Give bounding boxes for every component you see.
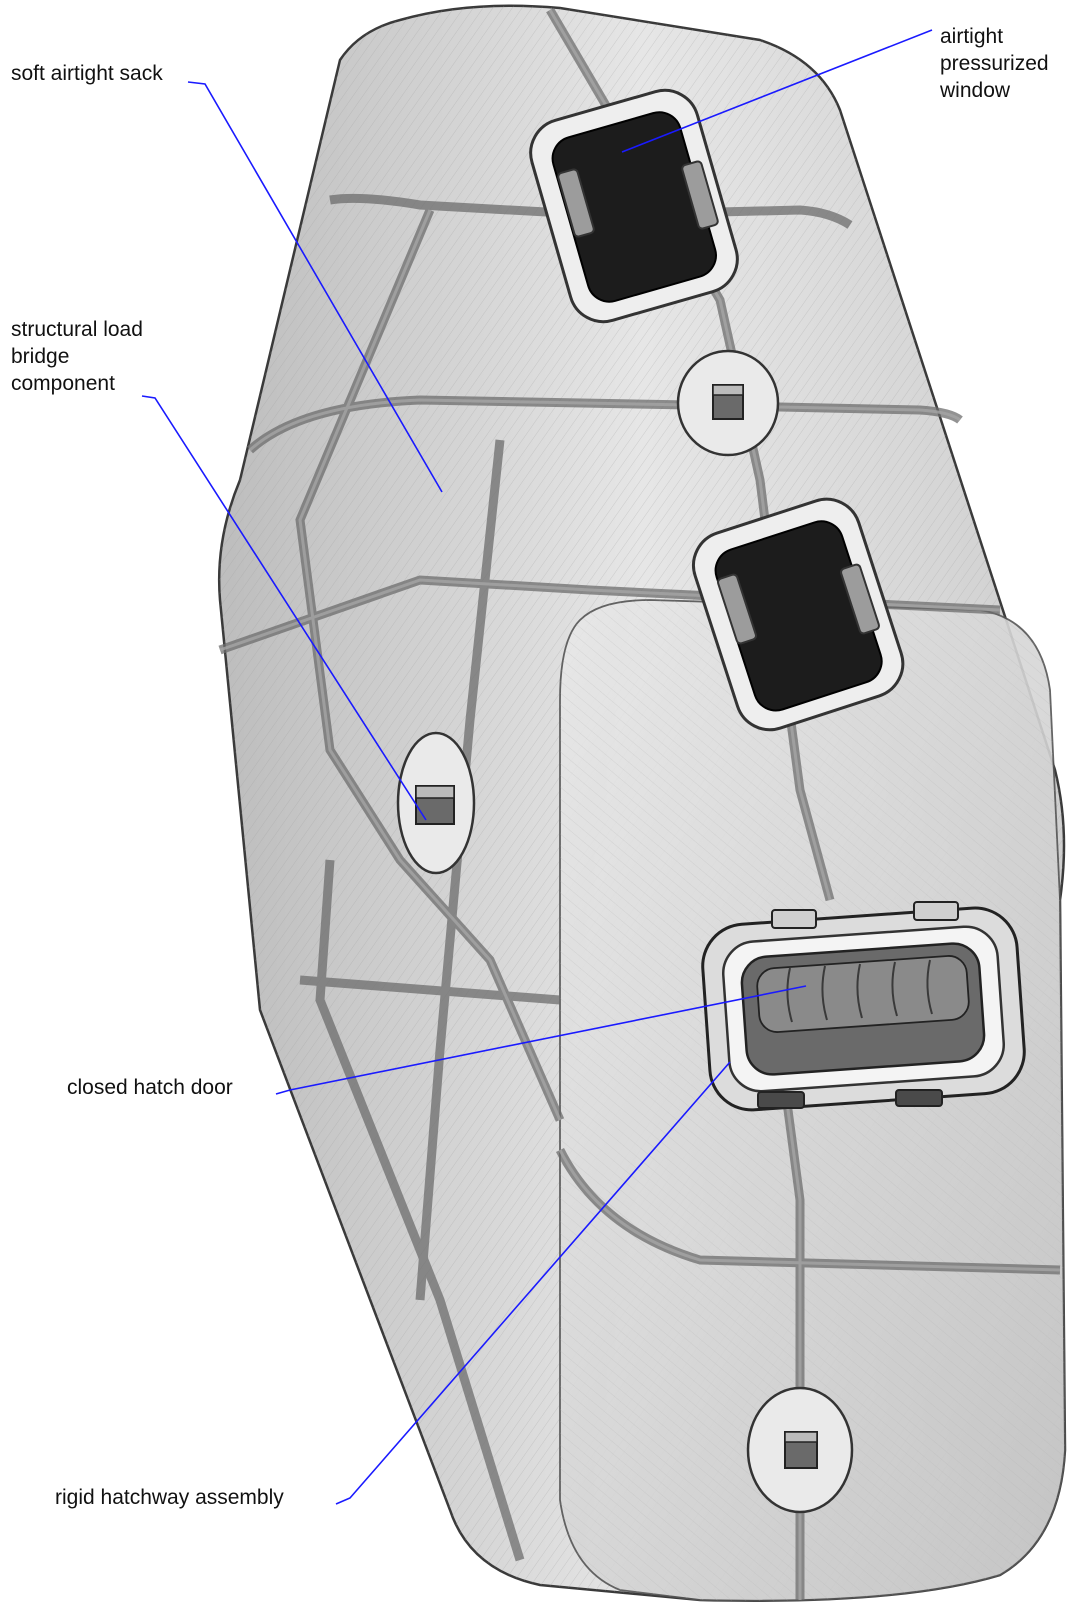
load-bridge-side [396, 731, 476, 875]
label-structural-load-bridge: structural load bridge component [11, 318, 143, 395]
top-window [529, 88, 739, 324]
leader-lines [141, 29, 933, 1505]
leader-rigid-hatchway-assembly [335, 1061, 731, 1505]
leader-airtight-pressurized-window [621, 29, 933, 153]
middle-window [692, 497, 905, 732]
leader-structural-load-bridge [141, 395, 427, 821]
hatchway-assembly [701, 901, 1026, 1112]
leader-soft-airtight-sack [187, 81, 443, 493]
load-bridge-top [676, 349, 780, 457]
leader-closed-hatch-door [275, 985, 807, 1095]
label-closed-hatch-door: closed hatch door [67, 1076, 233, 1099]
load-bridge-bottom [746, 1386, 854, 1514]
label-airtight-pressurized-window: airtight pressurized window [940, 25, 1049, 102]
label-soft-airtight-sack: soft airtight sack [11, 62, 163, 85]
label-rigid-hatchway-assembly: rigid hatchway assembly [55, 1486, 284, 1509]
